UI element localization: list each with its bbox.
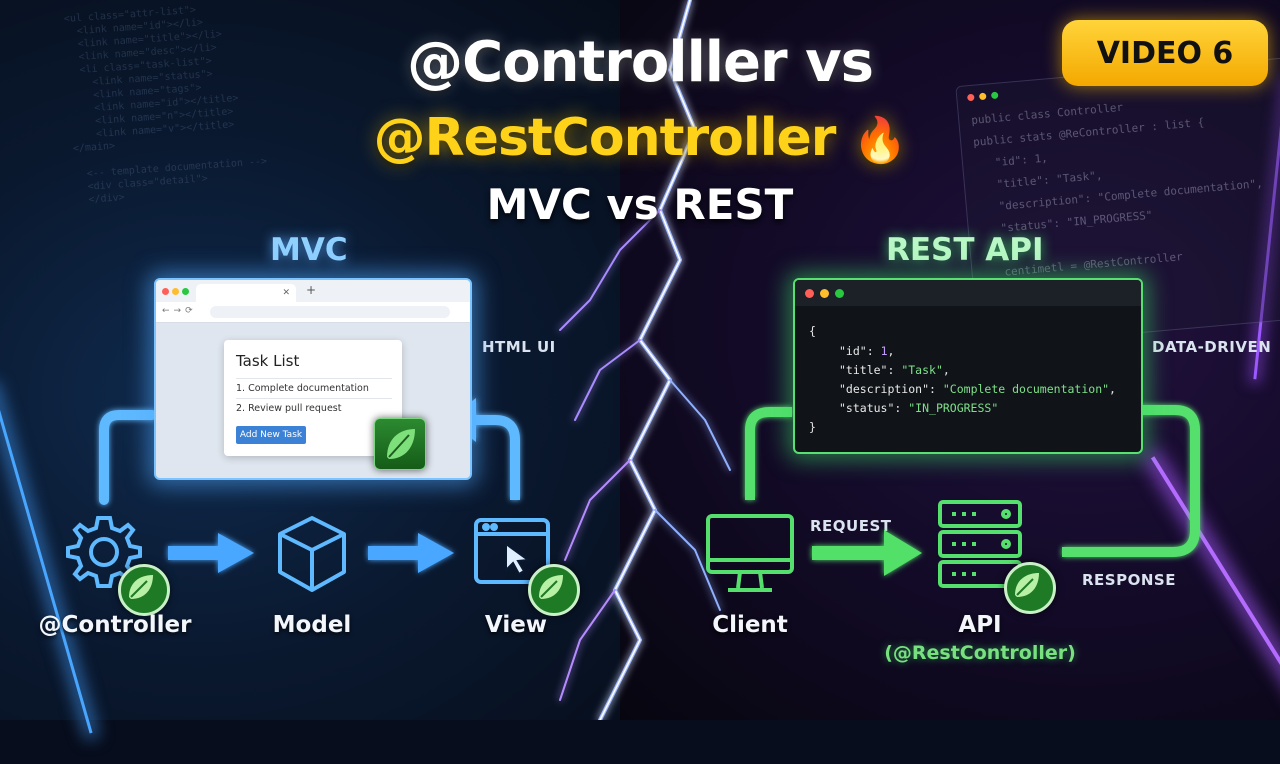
json-line-title: "title": "Task", — [839, 363, 950, 377]
window-close-dot — [805, 289, 814, 298]
monitor-icon — [706, 514, 794, 592]
json-key: "title" — [839, 363, 888, 377]
browser-tab-bar: ✕ + — [156, 280, 470, 302]
rest-controller-sublabel: (@RestController) — [884, 642, 1076, 664]
view-label: View — [484, 612, 548, 638]
spring-leaf-icon — [528, 564, 580, 616]
window-close-dot — [162, 288, 169, 295]
title-line-3: MVC vs REST — [486, 180, 794, 229]
task-list-item: 1. Complete documentation — [236, 378, 392, 394]
rest-section-label: REST API — [886, 232, 1044, 268]
task-list-item: 2. Review pull request — [236, 398, 392, 414]
model-label: Model — [272, 612, 352, 638]
response-caption: RESPONSE — [1082, 571, 1176, 589]
arrow-request-head — [884, 530, 922, 576]
new-tab-icon[interactable]: + — [306, 283, 317, 297]
url-field[interactable] — [210, 306, 450, 318]
mvc-return-path-left — [99, 410, 157, 505]
title-line-2-text: @RestController — [373, 108, 837, 168]
mvc-section-label: MVC — [270, 232, 348, 268]
html-ui-caption: HTML UI — [482, 338, 556, 356]
video-badge: VIDEO 6 — [1062, 20, 1268, 86]
fire-icon: 🔥 — [852, 115, 908, 166]
json-response-panel: { "id": 1, "title": "Task", "description… — [793, 278, 1143, 454]
task-list-card: Task List 1. Complete documentation 2. R… — [224, 340, 402, 456]
spring-leaf-icon — [118, 564, 170, 616]
json-value: "Complete documentation" — [942, 382, 1110, 396]
arrow-request-shaft — [812, 546, 886, 560]
json-value: "Task" — [901, 363, 943, 377]
arrow-controller-model-head — [218, 533, 254, 573]
json-key: "status" — [839, 401, 895, 415]
json-value: 1 — [880, 344, 888, 358]
json-open-brace: { — [809, 324, 816, 338]
spring-leaf-icon — [374, 418, 426, 470]
task-list-title: Task List — [236, 352, 300, 370]
browser-cursor-icon — [474, 518, 550, 584]
json-close-brace: } — [809, 420, 816, 434]
request-caption: REQUEST — [810, 517, 892, 535]
arrow-model-view-head — [418, 533, 454, 573]
window-maximize-dot — [182, 288, 189, 295]
api-label: API — [958, 612, 1002, 638]
rest-path-right — [1062, 405, 1200, 557]
json-panel-titlebar — [795, 280, 1141, 306]
rest-path-left — [745, 407, 792, 500]
data-driven-caption: DATA-DRIVEN — [1152, 338, 1272, 356]
lightning-bolt-icon — [559, 0, 731, 720]
json-key: "id" — [839, 344, 867, 358]
json-line-status: "status": "IN_PROGRESS" — [839, 401, 999, 415]
arrow-model-view-shaft — [368, 546, 420, 560]
controller-label: @Controller — [38, 612, 192, 638]
gear-icon — [66, 516, 142, 588]
window-maximize-dot — [835, 289, 844, 298]
json-key: "description" — [839, 382, 930, 396]
client-label: Client — [712, 612, 788, 638]
json-value: "IN_PROGRESS" — [908, 401, 999, 415]
browser-tab[interactable]: ✕ — [196, 284, 296, 302]
window-minimize-dot — [820, 289, 829, 298]
cube-icon — [278, 516, 346, 592]
json-line-description: "description": "Complete documentation", — [839, 382, 1116, 396]
browser-address-bar: ←→⟳ — [156, 302, 470, 323]
title-line-1: @Controlller vs — [407, 30, 874, 95]
server-icon — [938, 500, 1022, 588]
window-minimize-dot — [172, 288, 179, 295]
browser-nav-icons[interactable]: ←→⟳ — [162, 306, 197, 316]
title-line-2: @RestController 🔥 — [0, 108, 1280, 168]
spring-leaf-icon — [1004, 562, 1056, 614]
json-line-id: "id": 1, — [839, 344, 895, 358]
add-new-task-button[interactable]: Add New Task — [236, 426, 306, 444]
arrow-controller-model-shaft — [168, 546, 220, 560]
mvc-return-path-right — [470, 415, 520, 500]
